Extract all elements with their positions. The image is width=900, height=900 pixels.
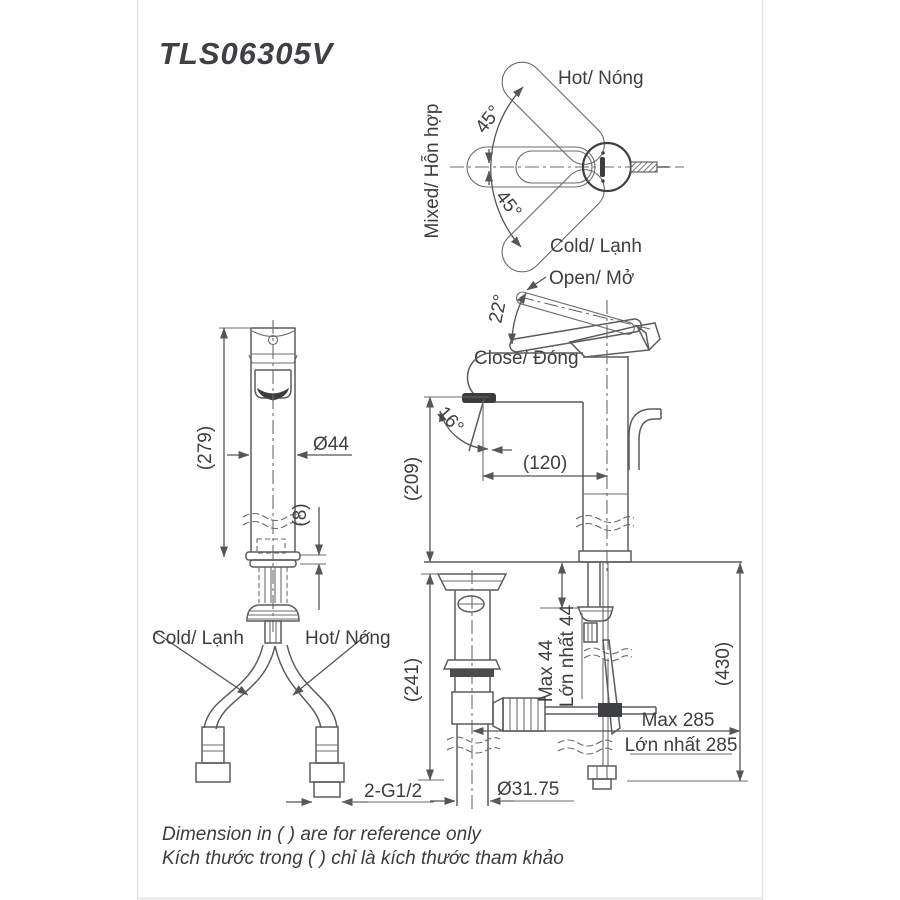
- rod-max-en-label: Max 285: [642, 710, 715, 731]
- drain-tailpipe: [456, 724, 489, 806]
- page-frame: [136, 0, 764, 900]
- hot-hose: [286, 644, 338, 728]
- rotation-arc: [490, 86, 524, 248]
- handle-base-cap: [568, 325, 650, 358]
- spout-aerator-front: [257, 388, 289, 401]
- open-angle-arc: [507, 292, 527, 345]
- top-view-handle-rotation: Hot/ Nóng Cold/ Lạnh Mixed/ Hỗn hợp 45° …: [421, 61, 684, 273]
- open-label: Open/ Mở: [549, 268, 634, 289]
- dim-430-label: (430): [713, 642, 734, 686]
- drain-flange: [436, 573, 508, 591]
- rod-max-vi-label: Lớn nhất 285: [625, 735, 738, 756]
- deck-max-en-label: Max 44: [536, 639, 557, 702]
- faucet-base-flange: [578, 550, 632, 563]
- aerator: [462, 393, 496, 403]
- drain-seal-ring: [450, 669, 494, 677]
- dim-209-label: (209): [402, 457, 423, 501]
- rod-clamp: [598, 703, 622, 717]
- stream-angle-arc: [438, 410, 489, 453]
- mixed-label: Mixed/ Hỗn hợp: [421, 104, 443, 239]
- handle-mixed-position: [466, 146, 596, 188]
- threaded-shank: [587, 562, 601, 607]
- model-number-title: TLS06305V: [159, 36, 335, 71]
- angle-22: 22°: [485, 293, 512, 325]
- thread-size-label: 2-G1/2: [364, 781, 422, 802]
- footer-note-en: Dimension in ( ) are for reference only: [162, 824, 482, 845]
- hot-label: Hot/ Nóng: [558, 68, 644, 89]
- dim-44-label: Ø44: [313, 434, 349, 455]
- shank-and-pop-up-rod: Max 44 Lớn nhất 44 Max 285 Lớn nhất 285 …: [472, 562, 748, 790]
- close-label: Close/ Đóng: [474, 348, 579, 369]
- escutcheon: [246, 604, 300, 622]
- deck-max-vi-label: Lớn nhất 44: [557, 604, 578, 707]
- angle-16: 16°: [433, 403, 468, 438]
- cold-hose-nut: [195, 762, 231, 783]
- rod-bottom-nut: [587, 765, 617, 780]
- footer-note-vi: Kích thước trong ( ) chỉ là kích thước t…: [162, 848, 564, 869]
- side-view-faucet: Open/ Mở 22° Close/ Đóng (209) 16° (120): [402, 268, 662, 574]
- front-view-faucet: (279) (8) Ø44: [195, 320, 352, 644]
- angle-45-lower: 45°: [491, 187, 525, 223]
- dim-8-label: (8): [290, 503, 311, 526]
- pop-up-lift-rod-knob: [628, 408, 662, 470]
- supply-hoses: Cold/ Lạnh Hot/ Nóng 2-G1/2: [152, 628, 434, 806]
- dim-279-label: (279): [195, 426, 216, 470]
- cold-hose: [203, 644, 264, 729]
- valve-stem-slot: [600, 157, 605, 177]
- dim-241-label: (241): [402, 658, 423, 702]
- valve-spindle: [630, 161, 658, 173]
- dim-120-label: (120): [523, 453, 567, 474]
- cold-supply-label: Cold/ Lạnh: [152, 628, 244, 649]
- handle-closed-position: [509, 318, 643, 353]
- handle-hot-position: [501, 169, 605, 273]
- rod-strap: [602, 639, 621, 736]
- drain-diameter-label: Ø31.75: [497, 779, 559, 800]
- footer-notes: Dimension in ( ) are for reference only …: [162, 824, 564, 869]
- angle-45-upper: 45°: [472, 102, 506, 138]
- hot-supply-label: Hot/ Nóng: [305, 628, 391, 649]
- handle-pivot-dot: [267, 334, 279, 346]
- hot-hose-nut: [309, 762, 345, 783]
- handle-cold-position: [501, 61, 605, 165]
- cold-label: Cold/ Lạnh: [550, 236, 642, 257]
